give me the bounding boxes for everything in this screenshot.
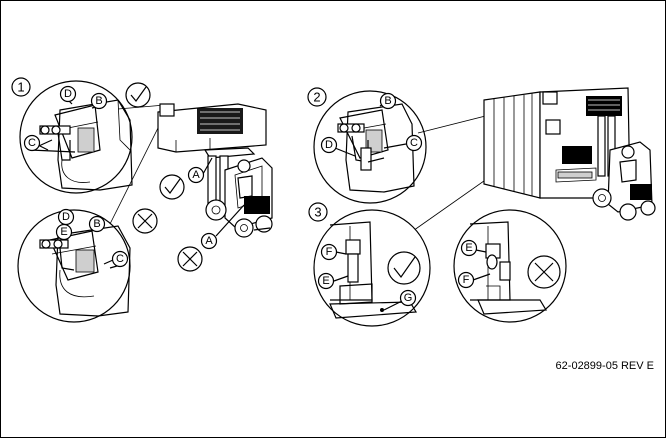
callout-E-step-3-incorrect: E <box>460 239 487 257</box>
callout-F-step-3-correct: F <box>320 243 347 261</box>
callout-G-step-3-correct: G <box>383 289 417 311</box>
svg-text:D: D <box>62 211 70 223</box>
x-mark-icon-step-3 <box>527 255 561 289</box>
step-1-number: 1 <box>17 80 24 95</box>
callout-C-step-2: C <box>383 134 423 152</box>
callout-D-bottom-left: D <box>57 208 75 226</box>
leader-line-top <box>117 104 166 110</box>
detail-step-3-incorrect <box>453 209 567 323</box>
callout-F-step-3-incorrect: F <box>457 271 491 289</box>
callout-A-correct: A <box>159 157 213 200</box>
callout-C-bottom-left: C <box>103 250 129 268</box>
check-mark-icon-top <box>125 82 151 108</box>
svg-text:A: A <box>192 169 200 181</box>
callout-B-top-left: B <box>90 92 108 110</box>
step-2-number: 2 <box>313 90 320 105</box>
svg-text:D: D <box>325 139 333 151</box>
svg-text:E: E <box>60 226 67 238</box>
x-mark-icon-left <box>132 208 158 234</box>
detail-incorrect-bottom-left <box>17 209 131 323</box>
callout-B-step-2: B <box>379 92 397 110</box>
svg-text:F: F <box>463 274 470 286</box>
svg-text:B: B <box>384 95 391 107</box>
detail-step-2 <box>313 90 427 204</box>
callout-A-incorrect: A <box>177 204 245 272</box>
document-reference: 62-02899-05 REV E <box>556 360 654 372</box>
refrigeration-unit-left <box>157 103 267 153</box>
callout-E-bottom-left: E <box>55 223 73 241</box>
svg-text:C: C <box>28 137 36 149</box>
svg-text:C: C <box>116 253 124 265</box>
svg-text:A: A <box>205 235 213 247</box>
svg-text:G: G <box>404 292 413 304</box>
svg-text:B: B <box>93 218 100 230</box>
callout-D-top-left: D <box>59 85 77 103</box>
svg-text:E: E <box>322 275 329 287</box>
svg-text:D: D <box>64 88 72 100</box>
check-mark-icon-forklift <box>159 174 185 200</box>
step-3-number: 3 <box>314 205 321 220</box>
svg-text:B: B <box>95 95 102 107</box>
forklift-right <box>592 115 656 221</box>
detail-correct-top-left <box>19 80 133 194</box>
step-3-badge: 3 <box>308 202 328 222</box>
leader-line-bottom <box>109 111 167 225</box>
forklift-left <box>203 147 273 238</box>
step-1-badge: 1 <box>11 77 31 97</box>
step-2-badge: 2 <box>307 87 327 107</box>
callout-C-top-left: C <box>23 134 49 152</box>
callout-D-step-2: D <box>320 136 356 157</box>
callout-E-step-3-correct: E <box>317 272 349 290</box>
svg-text:C: C <box>410 137 418 149</box>
svg-text:F: F <box>326 246 333 258</box>
callout-B-bottom-left: B <box>88 215 106 233</box>
check-mark-icon-step-3 <box>387 251 421 285</box>
svg-text:E: E <box>465 242 472 254</box>
